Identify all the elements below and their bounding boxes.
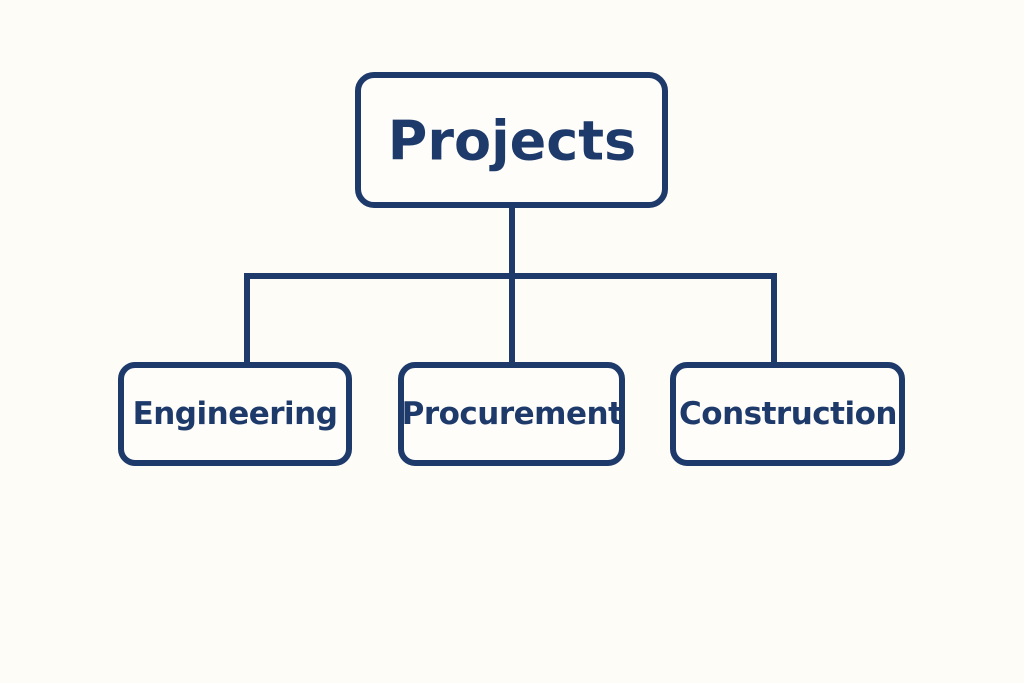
node-construction-label: Construction: [679, 396, 897, 432]
node-procurement-label: Procurement: [402, 396, 623, 432]
node-procurement[interactable]: Procurement: [398, 362, 625, 466]
node-procurement-box: [398, 362, 625, 466]
node-engineering[interactable]: Engineering: [118, 362, 352, 466]
node-construction-box: [670, 362, 905, 466]
node-construction[interactable]: Construction: [670, 362, 905, 466]
connectors: [244, 202, 777, 366]
node-engineering-label: Engineering: [133, 396, 338, 432]
node-projects-box: [355, 72, 668, 208]
node-engineering-box: [118, 362, 352, 466]
node-projects[interactable]: Projects: [355, 72, 668, 208]
node-projects-label: Projects: [388, 110, 636, 173]
